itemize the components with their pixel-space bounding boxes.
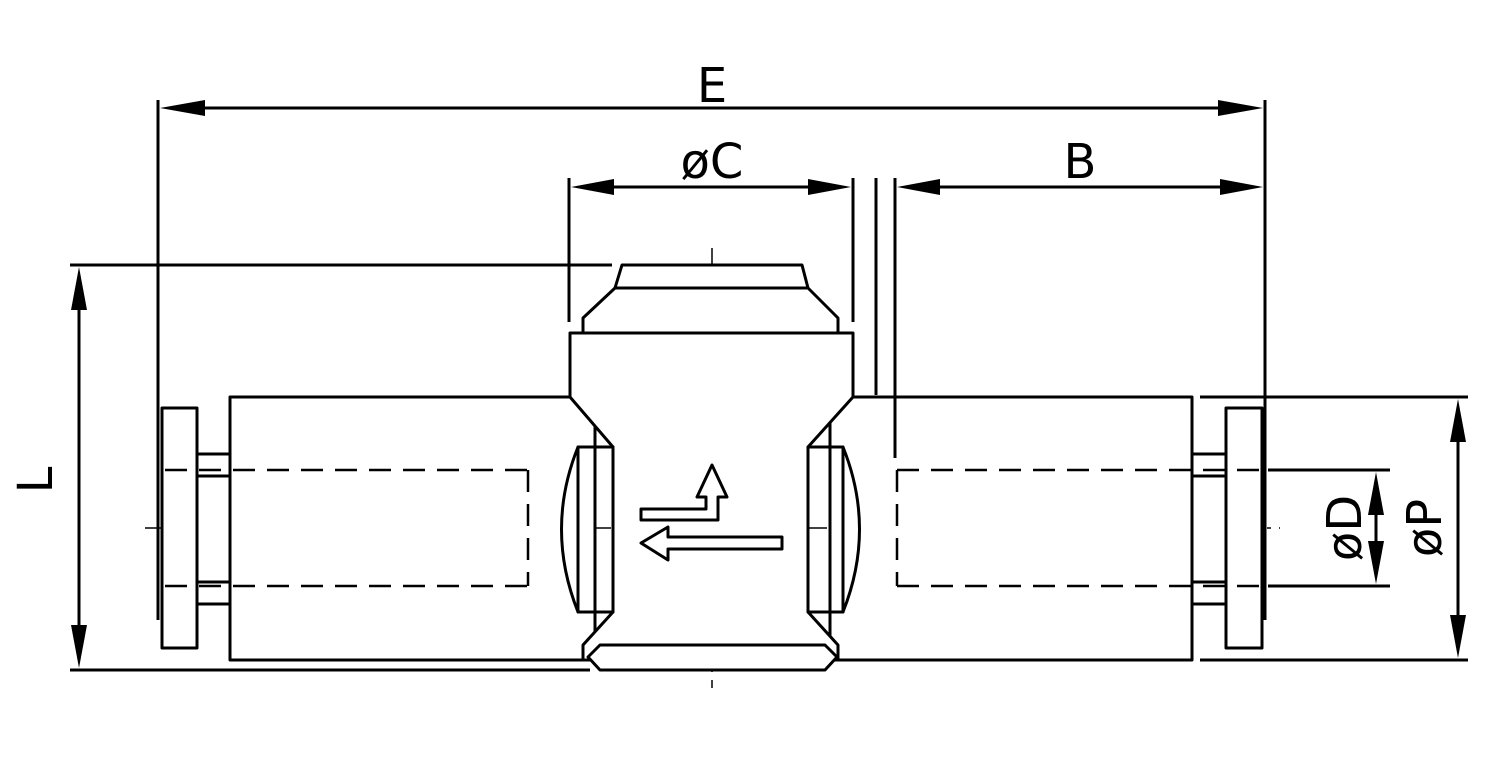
right-lens-curve	[841, 445, 861, 614]
e-arrow-right	[1218, 100, 1263, 116]
d-arrow-bottom	[1368, 541, 1384, 584]
p-arrow-bottom	[1450, 615, 1466, 658]
l-label: L	[8, 466, 64, 493]
b-arrow-left	[897, 179, 940, 195]
top-cap-lower	[581, 286, 840, 335]
p-arrow-top	[1450, 399, 1466, 442]
left-body	[228, 395, 597, 662]
left-flange	[160, 406, 199, 650]
p-label: øP	[1397, 499, 1453, 557]
e-label: E	[697, 58, 727, 114]
c-arrow-left	[571, 179, 614, 195]
right-window	[806, 445, 845, 614]
d-arrow-top	[1368, 472, 1384, 515]
right-connector-neck	[1190, 452, 1228, 606]
left-window	[576, 445, 615, 614]
d-label: øD	[1317, 495, 1373, 561]
left-lens-curve	[560, 445, 580, 614]
right-flange	[1224, 406, 1264, 650]
e-arrow-left	[160, 100, 205, 116]
l-arrow-top	[71, 267, 87, 310]
bottom-cap	[586, 643, 839, 672]
flow-arrow-left-icon	[639, 525, 784, 562]
b-label: B	[1064, 134, 1097, 190]
b-arrow-right	[1220, 179, 1263, 195]
l-arrow-bottom	[71, 625, 87, 668]
top-cap-upper	[613, 263, 810, 290]
right-body	[828, 395, 1194, 662]
flow-arrow-up-icon	[639, 463, 729, 522]
c-label: øC	[681, 134, 744, 190]
c-arrow-right	[808, 179, 851, 195]
